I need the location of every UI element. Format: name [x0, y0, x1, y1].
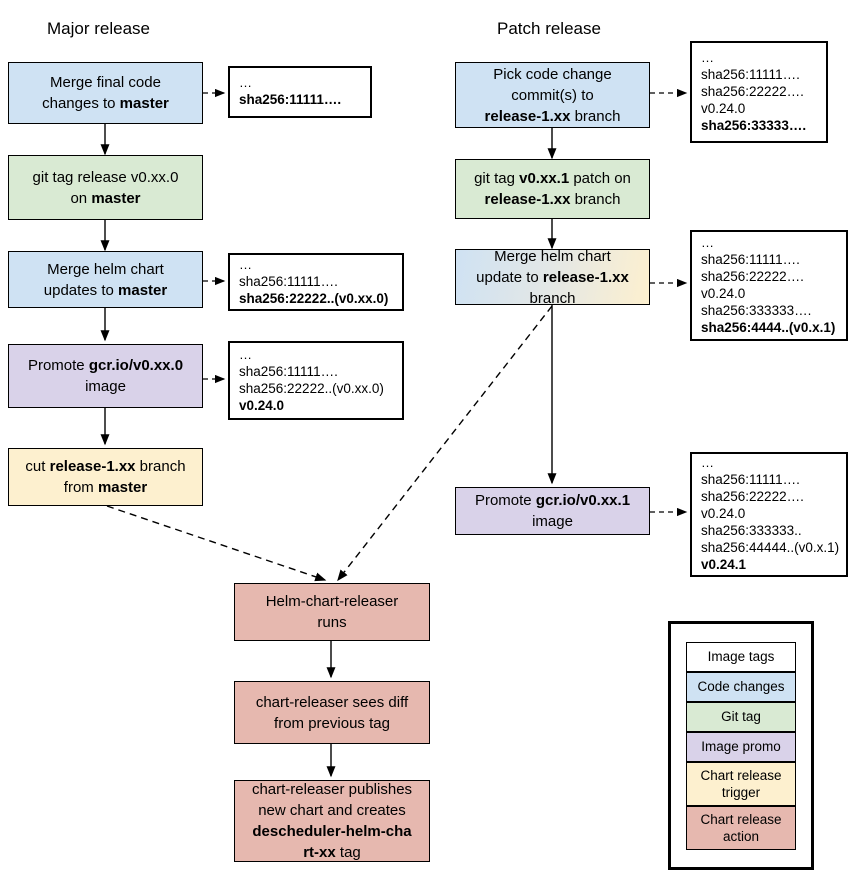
- column-title-major: Major release: [47, 19, 150, 38]
- note-line: v0.24.0: [701, 285, 746, 301]
- note-line: sha256:22222..(v0.xx.0): [239, 380, 384, 396]
- note-line: sha256:44444..(v0.x.1): [701, 540, 840, 555]
- note-line: v0.24.0: [239, 397, 285, 413]
- note-line: sha256:333333….: [701, 302, 812, 318]
- note-line: sha256:11111….: [239, 273, 338, 289]
- legend-item-git-tag: Git tag: [686, 701, 796, 732]
- note-line: sha256:22222….: [701, 489, 804, 504]
- note-line: …: [701, 49, 715, 65]
- dashed-cutbranch-to-releaser: [106, 505, 327, 582]
- note-line: sha256:11111….: [701, 251, 800, 267]
- note-line: sha256:11111….: [239, 363, 338, 379]
- note-image-tags-major-2: …sha256:11111….sha256:22222..(v0.xx.0): [228, 253, 404, 311]
- note-line: sha256:22222….: [701, 83, 804, 99]
- legend-item-image-tags: Image tags: [686, 641, 796, 672]
- note-line: sha256:11111….: [701, 472, 800, 487]
- legend-item-chart-release-action: Chart release action: [686, 805, 796, 850]
- note-line: sha256:11111….: [701, 66, 800, 82]
- note-line: sha256:22222….: [701, 268, 804, 284]
- note-image-tags-patch-3: … sha256:11111…. sha256:22222…. v0.24.0 sha2…: [690, 452, 848, 577]
- note-line: …: [701, 234, 715, 250]
- note-line: sha256:11111….: [239, 92, 342, 107]
- note-line: …: [239, 256, 253, 272]
- note-line: sha256:333333..: [701, 523, 802, 538]
- note-image-tags-major-1: … sha256:11111….: [228, 66, 372, 118]
- note-line: sha256:33333….: [701, 117, 807, 133]
- note-line: v0.24.0: [701, 506, 746, 521]
- note-line: …: [239, 346, 253, 362]
- note-image-tags-major-3: …sha256:11111….sha256:22222..(v0.xx.0)v0…: [228, 341, 404, 420]
- note-line: sha256:4444..(v0.x.1): [701, 319, 836, 335]
- legend-item-code-changes: Code changes: [686, 671, 796, 702]
- legend-item-image-promo: Image promo: [686, 731, 796, 762]
- column-title-patch: Patch release: [497, 19, 601, 38]
- note-line: …: [701, 455, 715, 470]
- note-line: …: [239, 75, 253, 90]
- note-line: sha256:22222..(v0.xx.0): [239, 290, 389, 306]
- note-line: v0.24.0: [701, 100, 746, 116]
- note-line: v0.24.1: [701, 557, 747, 572]
- legend-item-chart-release-trigger: Chart release trigger: [686, 761, 796, 806]
